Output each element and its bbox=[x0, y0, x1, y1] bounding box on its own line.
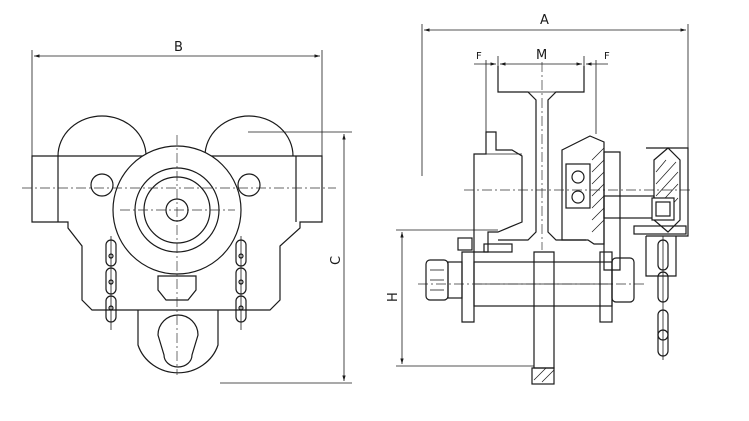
dimension-b: B bbox=[31, 40, 323, 156]
front-frame bbox=[31, 155, 323, 311]
dimension-m: M bbox=[497, 48, 585, 92]
side-hand-chain bbox=[657, 236, 669, 360]
side-hook-plate bbox=[533, 251, 555, 369]
side-load-bar bbox=[461, 251, 475, 323]
hand-chain-wheel bbox=[603, 147, 689, 277]
front-left-wheel bbox=[57, 115, 147, 157]
dimension-h: H bbox=[386, 229, 534, 367]
front-chain-right bbox=[235, 236, 247, 330]
dimension-c: C bbox=[220, 131, 352, 384]
side-shaft bbox=[603, 195, 655, 219]
dimension-a-label: A bbox=[540, 13, 549, 28]
dimension-f-left: F bbox=[474, 51, 496, 132]
dimension-m-label: M bbox=[536, 48, 547, 63]
front-lifting-eye bbox=[137, 310, 219, 374]
dimension-h-label: H bbox=[386, 292, 401, 302]
dimension-f-left-label: F bbox=[476, 51, 482, 62]
dimension-a: A bbox=[421, 13, 689, 176]
dimension-f-right: F bbox=[586, 51, 610, 134]
dimension-c-label: C bbox=[329, 256, 344, 265]
side-right-plate bbox=[561, 135, 605, 245]
dimension-b-label: B bbox=[174, 40, 183, 55]
side-left-nuts bbox=[425, 237, 513, 301]
i-beam bbox=[497, 62, 586, 250]
side-right-nut bbox=[611, 257, 635, 303]
side-view bbox=[418, 62, 690, 385]
front-chain-left bbox=[105, 236, 117, 330]
front-nut bbox=[157, 275, 197, 301]
side-left-plate bbox=[473, 131, 523, 253]
front-view bbox=[22, 115, 336, 375]
front-right-wheel bbox=[204, 115, 294, 157]
dimension-f-right-label: F bbox=[604, 51, 610, 62]
